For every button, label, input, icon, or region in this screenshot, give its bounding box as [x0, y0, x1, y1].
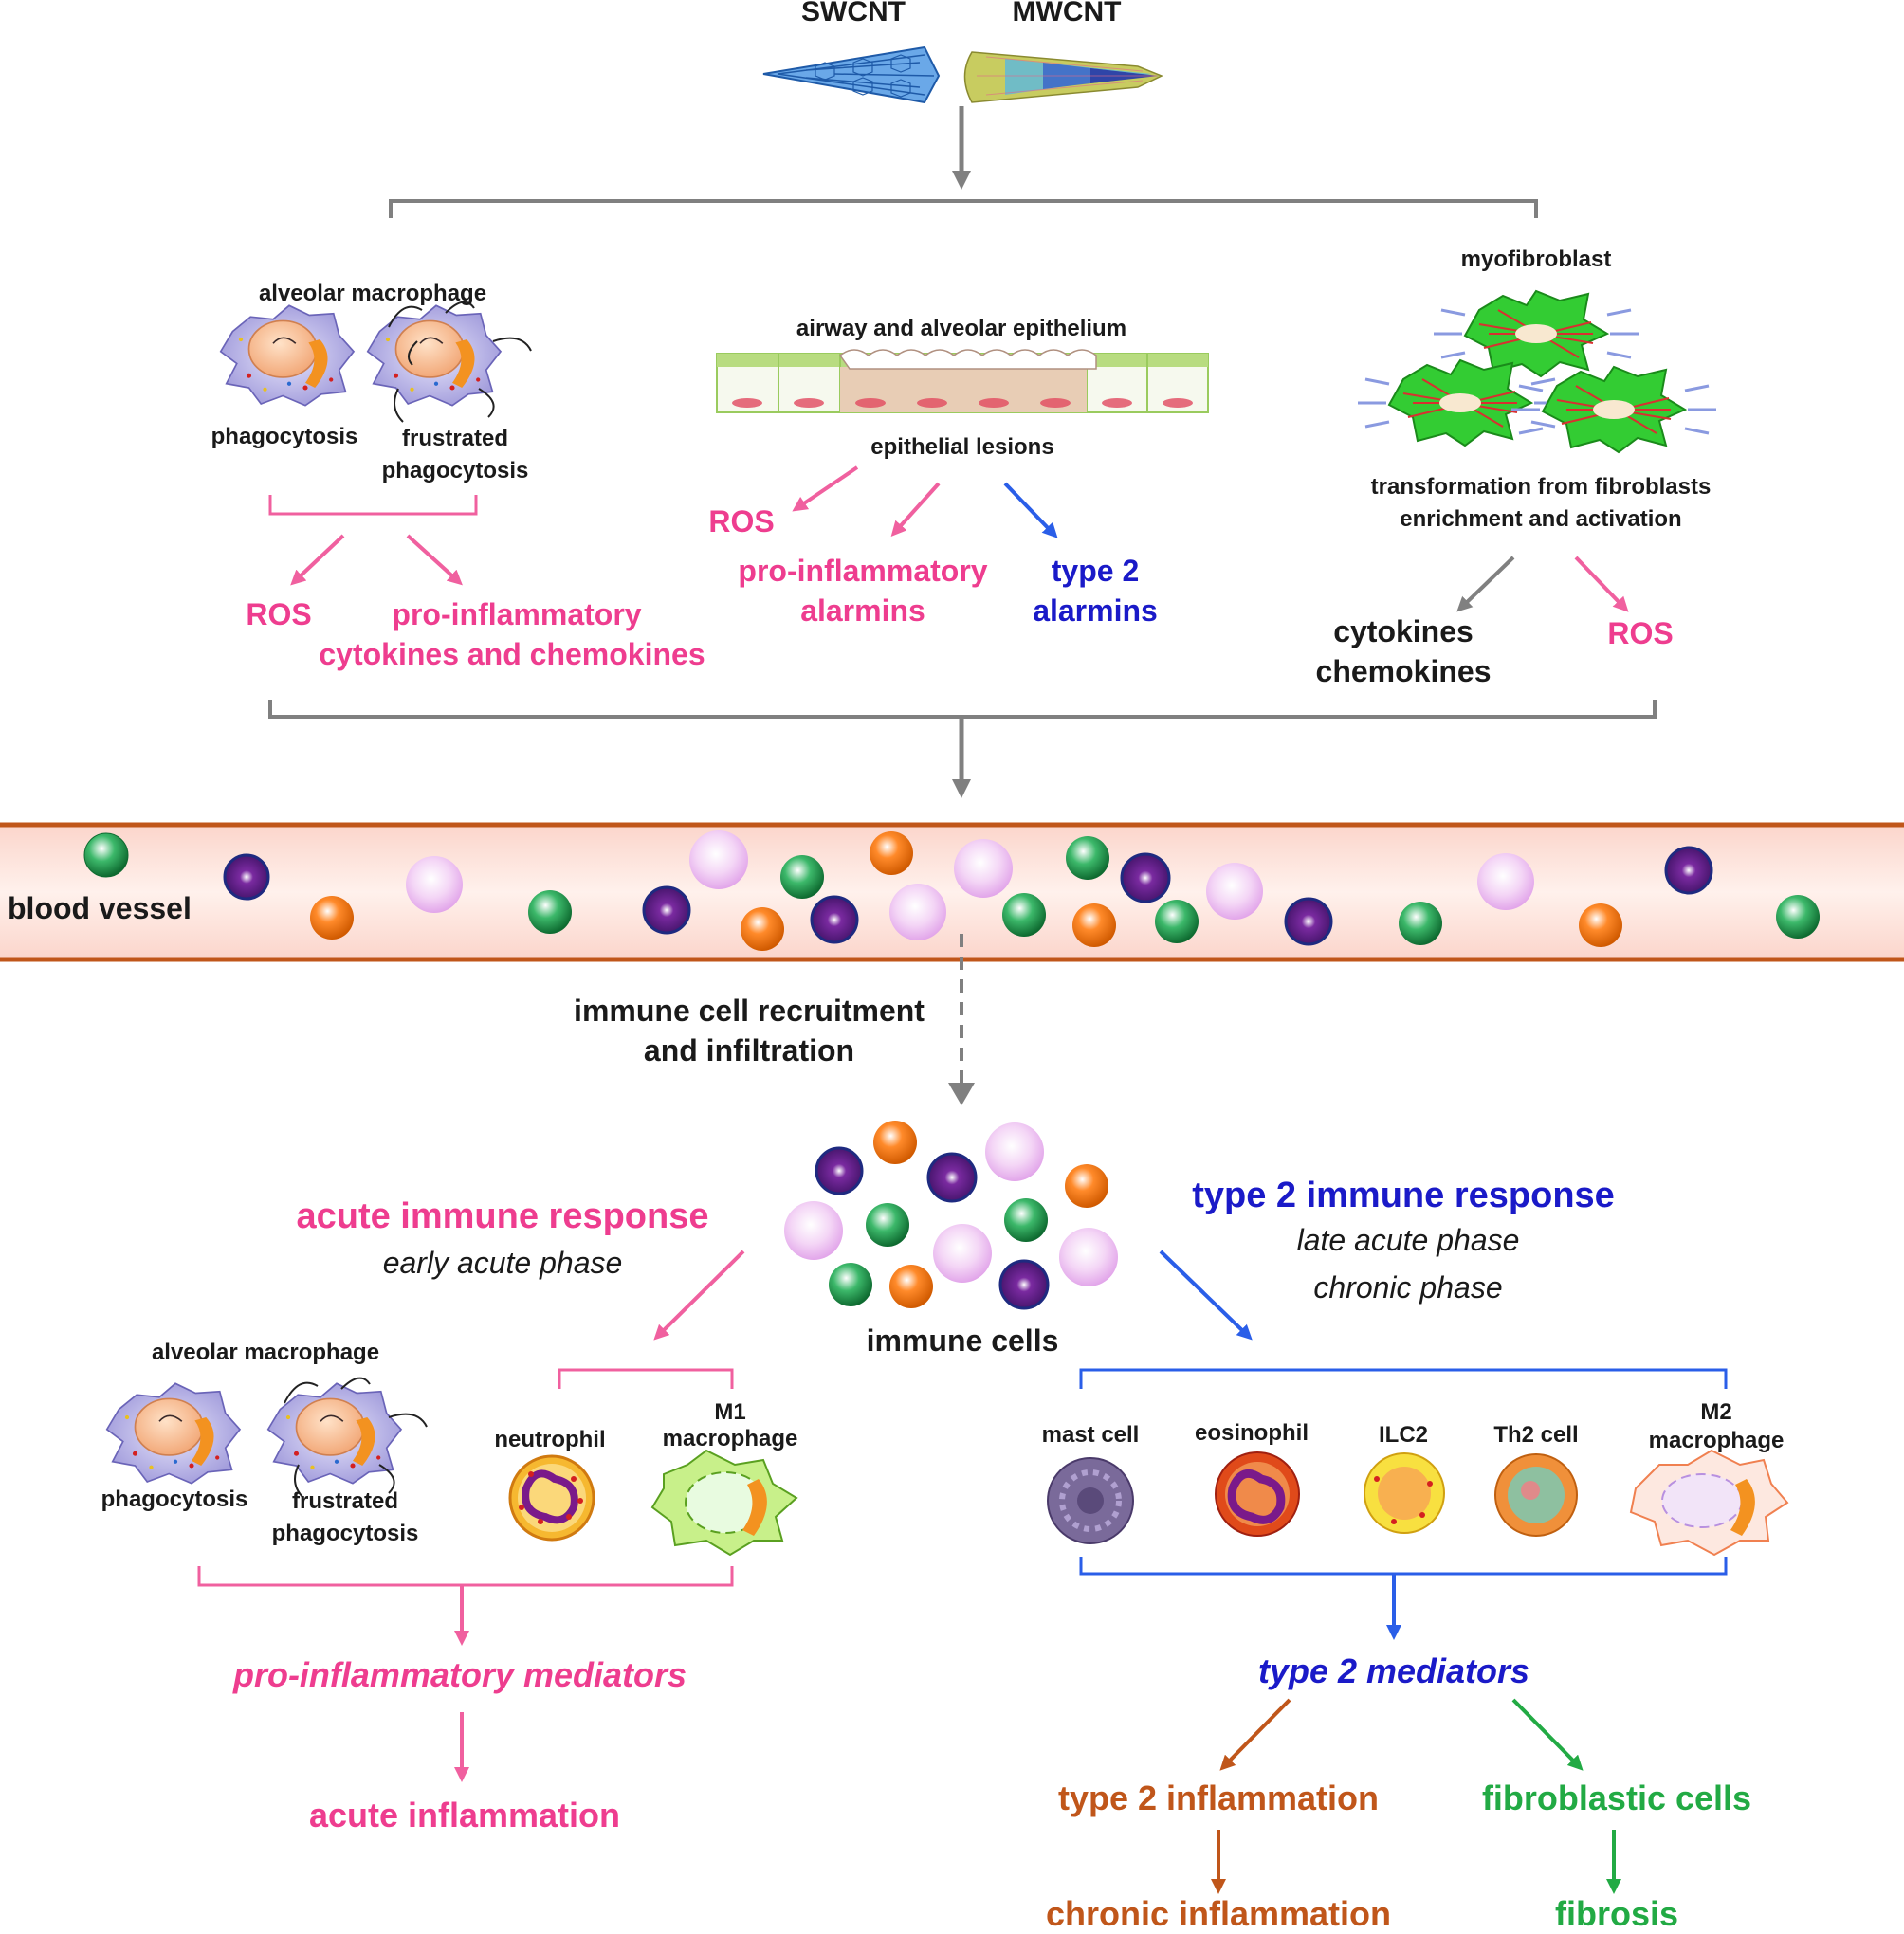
myofibroblast-title: myofibroblast [1460, 246, 1612, 272]
m2-label-1: M2 [1700, 1399, 1732, 1425]
m1-macrophage-icon [650, 1449, 798, 1557]
arrow-macro-proinf [406, 534, 463, 586]
macrophage-top-proinf-1: pro-inflammatory [392, 597, 642, 631]
epithelium-title: airway and alveolar epithelium [796, 316, 1127, 341]
macrophage-top-phagocytosis: phagocytosis [211, 424, 358, 449]
type2-inflammation: type 2 inflammation [1057, 1779, 1380, 1817]
mast-cell-icon [1047, 1457, 1134, 1544]
arrow-epi-proinf [890, 482, 941, 537]
macrophage-top-ros: ROS [246, 597, 312, 631]
acute-inflammation: acute inflammation [308, 1796, 621, 1834]
type2-phase-2: chronic phase [1313, 1270, 1503, 1305]
swcnt-icon [762, 46, 941, 104]
macrophage-icon-lower [105, 1377, 428, 1499]
macrophage-top-title: alveolar macrophage [258, 281, 487, 306]
acute-mediators: pro-inflammatory mediators [232, 1655, 687, 1694]
recruitment-line-2: and infiltration [643, 1033, 855, 1067]
arrow-type2-inflammation [1219, 1698, 1291, 1771]
epithelium-type2-1: type 2 [1051, 554, 1140, 588]
fibrosis: fibrosis [1554, 1894, 1679, 1933]
myofibroblast-chemokines: chemokines [1315, 654, 1492, 688]
immune-cells-label: immune cells [866, 1323, 1059, 1358]
chronic-inflammation: chronic inflammation [1045, 1894, 1392, 1933]
myofibroblast-desc-2: enrichment and activation [1400, 506, 1682, 532]
eosinophil-label: eosinophil [1195, 1420, 1309, 1446]
m1-label-1: M1 [714, 1399, 746, 1425]
blood-vessel [0, 822, 1904, 962]
blood-vessel-label: blood vessel [8, 891, 192, 925]
bracket-top [389, 199, 1538, 218]
acute-phase: early acute phase [382, 1246, 623, 1280]
epithelium-icon [716, 349, 1209, 413]
mwcnt-label: MWCNT [1012, 0, 1122, 27]
mwcnt-icon [963, 51, 1163, 103]
macrophage-top-proinf-2: cytokines and chemokines [319, 637, 705, 671]
arrow-to-acute [653, 1250, 745, 1341]
type2-phase-1: late acute phase [1296, 1223, 1520, 1257]
arrow-macro-ros [290, 534, 345, 586]
arrow-myo-cyto [1456, 556, 1515, 612]
epithelium-proinf-1: pro-inflammatory [738, 554, 988, 588]
arrow-epi-type2 [1003, 482, 1058, 538]
type2-title: type 2 immune response [1192, 1176, 1615, 1215]
arrow-recruitment-head [948, 1083, 975, 1105]
m2-macrophage-icon [1629, 1449, 1789, 1557]
acute-phagocytosis: phagocytosis [101, 1487, 248, 1512]
fibroblastic-cells: fibroblastic cells [1481, 1779, 1752, 1817]
type2-mediators: type 2 mediators [1257, 1651, 1530, 1690]
epithelium-proinf-2: alarmins [800, 593, 925, 628]
vessel-cells [83, 830, 1820, 951]
neutrophil-label: neutrophil [494, 1427, 606, 1452]
neutrophil-icon [508, 1454, 595, 1542]
bracket-acute-top [558, 1368, 734, 1389]
m1-label-2: macrophage [662, 1426, 798, 1451]
myofibroblast-icon [1358, 289, 1716, 454]
macrophage-top-frustrated-1: frustrated [401, 426, 509, 451]
bracket-middle [268, 700, 1657, 719]
th2-cell-icon [1494, 1453, 1578, 1537]
acute-title: acute immune response [296, 1196, 709, 1236]
bracket-type2-bottom [1079, 1557, 1728, 1576]
immune-cell-icon [784, 1121, 1118, 1310]
recruitment-line-1: immune cell recruitment [574, 994, 925, 1028]
mast-cell-label: mast cell [1041, 1422, 1140, 1448]
bracket-macro-top [268, 495, 478, 516]
arrow-myo-ros [1574, 556, 1629, 612]
myofibroblast-cytokines: cytokines [1333, 614, 1474, 648]
epithelium-lesions: epithelial lesions [870, 434, 1054, 460]
acute-macrophage-title: alveolar macrophage [151, 1340, 380, 1365]
macrophage-top-frustrated-2: phagocytosis [381, 458, 529, 484]
epithelium-ros: ROS [708, 504, 775, 538]
myofibroblast-desc-1: transformation from fibroblasts [1370, 474, 1712, 500]
swcnt-label: SWCNT [801, 0, 906, 27]
acute-frustrated-2: phagocytosis [271, 1521, 419, 1546]
myofibroblast-ros: ROS [1607, 616, 1674, 650]
epithelium-type2-2: alarmins [1033, 593, 1158, 628]
th2-label: Th2 cell [1493, 1422, 1579, 1448]
arrow-to-type2 [1159, 1250, 1253, 1341]
ilc2-label: ILC2 [1378, 1422, 1428, 1448]
arrow-epi-ros [792, 465, 859, 512]
macrophage-icon [219, 301, 532, 423]
bracket-acute-bottom [197, 1566, 734, 1587]
bracket-type2-top [1079, 1368, 1728, 1389]
eosinophil-icon [1215, 1451, 1300, 1537]
arrow-type2-fibroblastic [1511, 1698, 1584, 1771]
ilc2-icon [1364, 1452, 1445, 1534]
acute-frustrated-1: frustrated [291, 1488, 399, 1514]
m2-label-2: macrophage [1648, 1428, 1785, 1453]
